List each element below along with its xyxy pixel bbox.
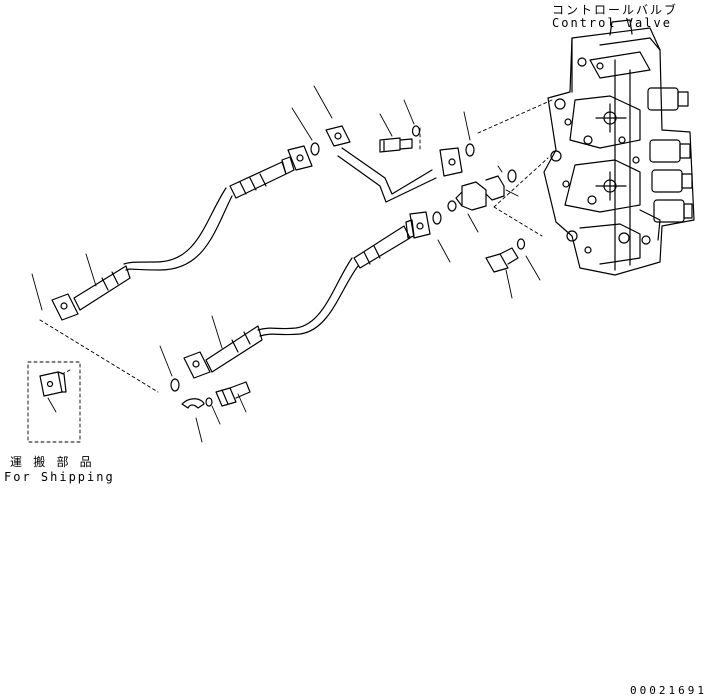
alignment-lines [39, 99, 553, 393]
control-valve-assembly [543, 19, 695, 276]
upper-hose [51, 145, 313, 321]
lower-hose [183, 211, 442, 379]
upper-tube-assembly [310, 125, 517, 212]
control-valve-label-jp: コントロールバルブ [552, 3, 679, 17]
shipping-box [27, 361, 81, 443]
shipping-label-en: For Shipping [4, 470, 115, 484]
shipping-label-jp: 運 搬 部 品 [10, 455, 94, 469]
lower-small-parts [170, 238, 526, 409]
control-valve-label-en: Control Valve [552, 16, 672, 30]
leader-lines [31, 85, 541, 443]
drawing-code: 00021691 [630, 684, 707, 697]
